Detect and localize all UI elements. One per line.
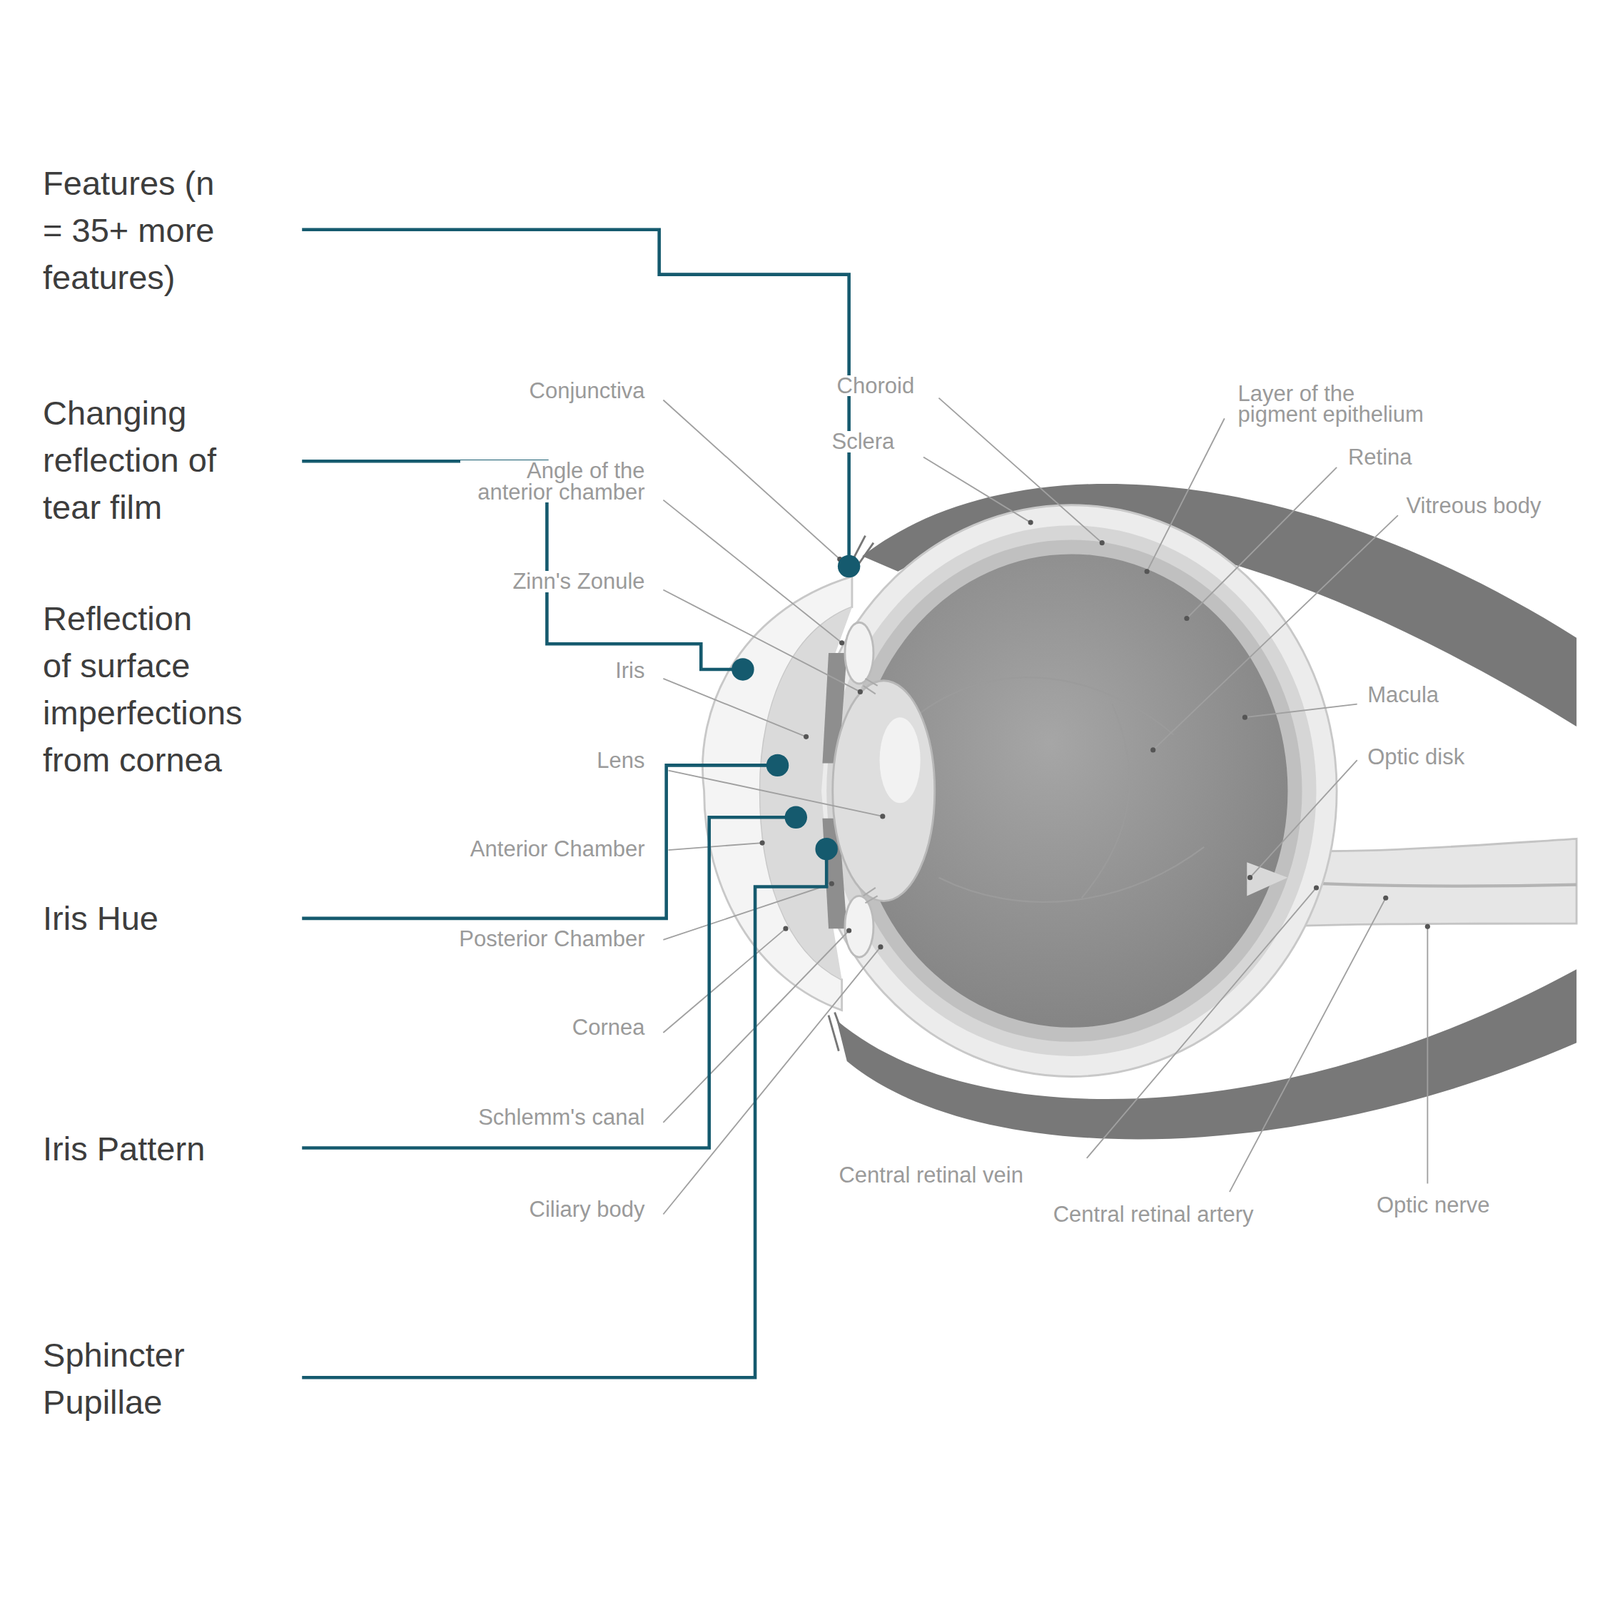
part-label: Schlemm's canal bbox=[476, 1106, 647, 1128]
lens-highlight bbox=[879, 717, 921, 803]
leader-dot bbox=[760, 839, 766, 845]
part-label: Central retinal artery bbox=[1051, 1203, 1257, 1225]
leader-line bbox=[938, 398, 1102, 544]
leader-line bbox=[662, 500, 842, 643]
leader-dot bbox=[1313, 884, 1319, 890]
callout-label: Iris Hue bbox=[42, 894, 159, 943]
leader-line bbox=[662, 589, 860, 692]
leader-dot bbox=[839, 640, 845, 646]
leader-dot bbox=[803, 734, 809, 740]
lower-lid-edge bbox=[828, 1011, 848, 1051]
callout-dot bbox=[766, 754, 789, 777]
leader-line bbox=[923, 457, 1031, 524]
part-label: Layer of the pigment epithelium bbox=[1236, 383, 1438, 426]
part-label: Angle of the anterior chamber bbox=[460, 460, 648, 503]
leader-dot bbox=[1383, 895, 1389, 901]
callout-dot bbox=[837, 555, 860, 578]
leader-line bbox=[662, 678, 806, 738]
callout-dot bbox=[785, 806, 808, 829]
leader-dot bbox=[829, 881, 835, 887]
retina-shape bbox=[840, 539, 1302, 1042]
vitreous-fibres bbox=[918, 677, 1204, 903]
part-label: Posterior Chamber bbox=[456, 928, 647, 950]
part-label: Anterior Chamber bbox=[468, 838, 648, 860]
part-label: Retina bbox=[1345, 446, 1415, 468]
callout-line bbox=[301, 229, 849, 567]
callout-line bbox=[301, 461, 743, 670]
part-label: Central retinal vein bbox=[836, 1164, 1025, 1186]
leader-line bbox=[1250, 760, 1358, 878]
leader-dot bbox=[879, 813, 885, 819]
leader-dot bbox=[1150, 747, 1156, 753]
ciliary-upper bbox=[844, 622, 874, 684]
part-label: Sclera bbox=[829, 431, 897, 452]
part-label: Optic disk bbox=[1365, 746, 1467, 768]
callout-dot bbox=[731, 657, 754, 681]
leader-dot bbox=[1242, 715, 1248, 721]
callout-dot bbox=[814, 837, 838, 860]
part-label: Vitreous body bbox=[1403, 495, 1543, 516]
leader-line bbox=[1229, 897, 1386, 1192]
part-label: Conjunctiva bbox=[527, 380, 648, 402]
leader-line bbox=[1146, 418, 1225, 571]
leader-dot bbox=[846, 927, 852, 933]
leader-line bbox=[662, 928, 786, 1033]
part-label: Macula bbox=[1365, 684, 1441, 706]
leader-dot bbox=[877, 944, 883, 950]
callout-label: Sphincter Pupillae bbox=[42, 1331, 236, 1426]
lens-shape bbox=[832, 680, 935, 902]
part-label: Optic nerve bbox=[1374, 1194, 1493, 1216]
part-label: Lens bbox=[594, 750, 647, 771]
part-label: Choroid bbox=[834, 375, 918, 397]
leader-line bbox=[1153, 515, 1399, 751]
callout-line bbox=[301, 849, 827, 1379]
leader-line bbox=[668, 842, 763, 850]
leader-line bbox=[668, 770, 883, 817]
leader-line bbox=[1086, 887, 1317, 1159]
part-label: Ciliary body bbox=[527, 1198, 648, 1220]
leader-dot bbox=[1183, 615, 1189, 621]
choroid-shape bbox=[826, 525, 1316, 1057]
leader-line bbox=[662, 400, 840, 560]
leader-line bbox=[1244, 704, 1357, 718]
leader-dot bbox=[1144, 568, 1150, 574]
zonule-fibres bbox=[863, 678, 878, 904]
callout-label: Iris Pattern bbox=[42, 1125, 205, 1173]
ciliary-lower bbox=[844, 895, 874, 958]
leader-line bbox=[1426, 926, 1429, 1184]
callout-label: Changing reflection of tear film bbox=[42, 389, 236, 531]
part-label: Iris bbox=[613, 660, 647, 681]
leader-line bbox=[662, 883, 832, 940]
leader-dot bbox=[857, 689, 863, 695]
part-label: Zinn's Zonule bbox=[510, 570, 647, 592]
callout-label: Features (n = 35+ more features) bbox=[42, 159, 236, 302]
leader-dot bbox=[1247, 874, 1253, 880]
callout-line bbox=[301, 765, 778, 918]
part-label: Cornea bbox=[570, 1016, 648, 1038]
callout-line bbox=[301, 817, 796, 1148]
sclera-shape bbox=[806, 505, 1338, 1077]
leader-dot bbox=[1099, 540, 1105, 546]
leader-dot bbox=[1425, 924, 1431, 930]
optic-disk-shape bbox=[1246, 862, 1288, 896]
leader-dot bbox=[1028, 520, 1034, 526]
callout-label: Reflection of surface imperfections from… bbox=[42, 595, 225, 784]
leader-dot bbox=[782, 926, 788, 932]
